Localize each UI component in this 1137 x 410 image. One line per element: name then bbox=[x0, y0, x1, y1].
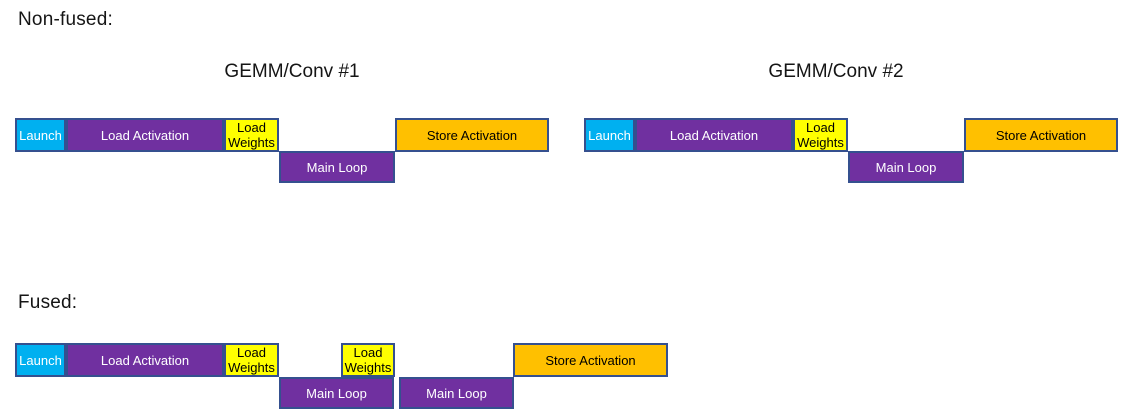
box-store-activation: Store Activation bbox=[513, 343, 668, 377]
box-load-weights: Load Weights bbox=[224, 343, 279, 377]
box-main-loop: Main Loop bbox=[399, 377, 514, 409]
box-launch: Launch bbox=[15, 343, 66, 377]
section-title-nonfused: Non-fused: bbox=[18, 9, 113, 30]
box-load-activation: Load Activation bbox=[635, 118, 793, 152]
box-load-weights: Load Weights bbox=[793, 118, 848, 152]
group-heading-gemm-conv-1: GEMM/Conv #1 bbox=[224, 61, 360, 82]
box-launch: Launch bbox=[15, 118, 66, 152]
box-store-activation: Store Activation bbox=[395, 118, 549, 152]
box-main-loop: Main Loop bbox=[279, 151, 395, 183]
box-load-weights: Load Weights bbox=[224, 118, 279, 152]
box-store-activation: Store Activation bbox=[964, 118, 1118, 152]
section-title-fused: Fused: bbox=[18, 292, 78, 313]
group-heading-gemm-conv-2: GEMM/Conv #2 bbox=[768, 61, 904, 82]
box-main-loop: Main Loop bbox=[279, 377, 394, 409]
box-main-loop: Main Loop bbox=[848, 151, 964, 183]
box-load-activation: Load Activation bbox=[66, 118, 224, 152]
box-load-weights: Load Weights bbox=[341, 343, 395, 377]
box-load-activation: Load Activation bbox=[66, 343, 224, 377]
box-launch: Launch bbox=[584, 118, 635, 152]
